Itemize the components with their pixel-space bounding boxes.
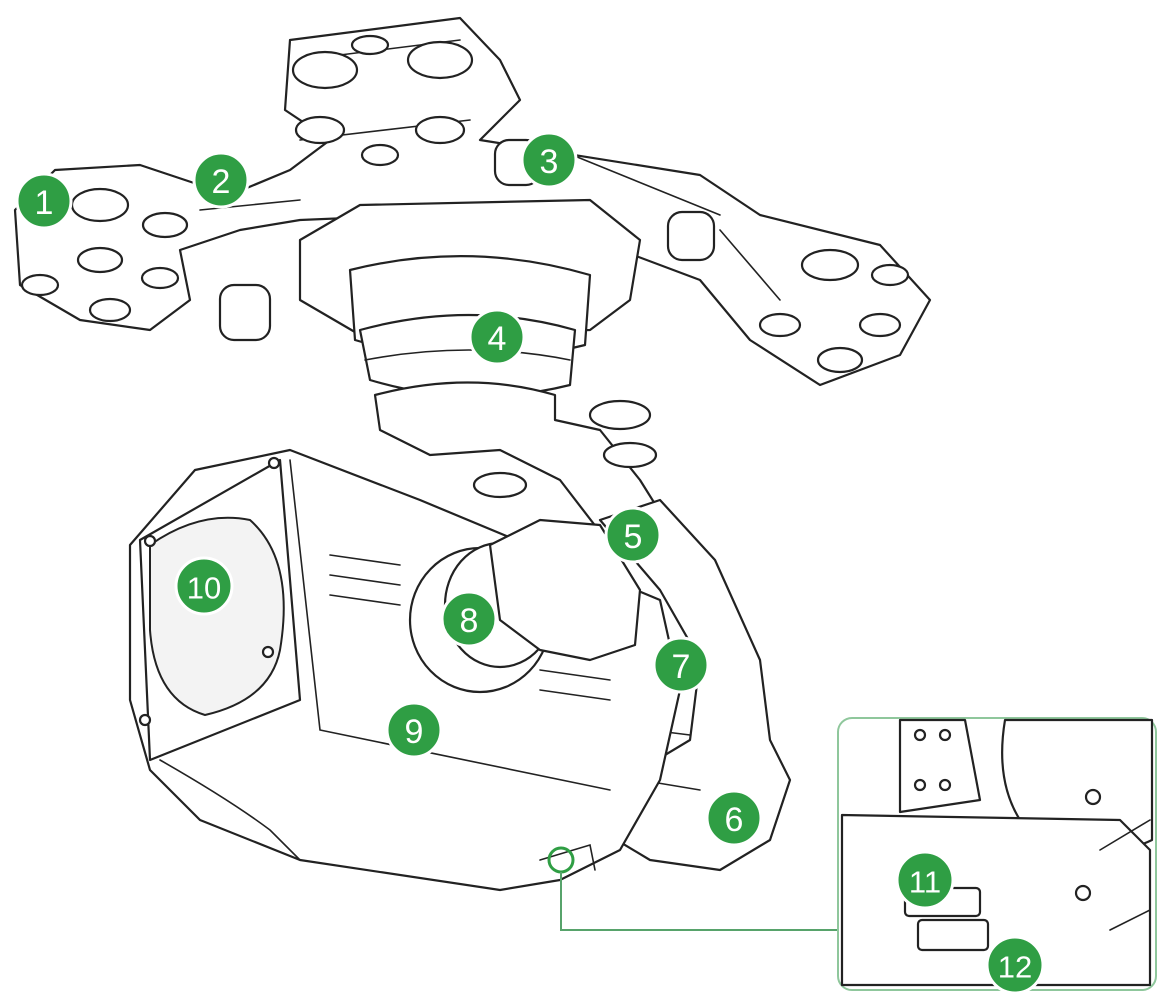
svg-text:7: 7 (672, 648, 691, 686)
callout-11: 11 (895, 850, 955, 910)
svg-text:12: 12 (998, 950, 1032, 985)
svg-text:6: 6 (725, 801, 744, 839)
svg-text:11: 11 (909, 865, 941, 900)
svg-text:10: 10 (187, 571, 221, 606)
callout-6: 6 (705, 789, 763, 847)
svg-text:3: 3 (540, 143, 559, 181)
callout-2: 2 (192, 151, 250, 209)
callout-1: 1 (15, 172, 73, 230)
detail-inset (837, 717, 1157, 991)
callout-7: 7 (652, 636, 710, 694)
svg-text:2: 2 (212, 163, 231, 201)
svg-text:5: 5 (624, 518, 643, 556)
callout-12: 12 (985, 935, 1045, 995)
yaw-arm (373, 381, 667, 547)
callout-3: 3 (520, 131, 578, 189)
callout-10: 10 (174, 556, 234, 616)
svg-text:9: 9 (405, 713, 424, 751)
damper-cluster-rear (472, 399, 658, 499)
damper-cluster-right (218, 138, 910, 374)
damper-cluster-top (291, 34, 474, 167)
callout-5: 5 (604, 506, 662, 564)
callout-9: 9 (385, 701, 443, 759)
yaw-motor (298, 198, 642, 398)
callout-8: 8 (440, 590, 498, 648)
svg-text:8: 8 (460, 602, 479, 640)
svg-text:4: 4 (488, 320, 507, 358)
svg-text:1: 1 (35, 184, 54, 222)
callout-4: 4 (468, 308, 526, 366)
connector-leader (547, 846, 838, 931)
